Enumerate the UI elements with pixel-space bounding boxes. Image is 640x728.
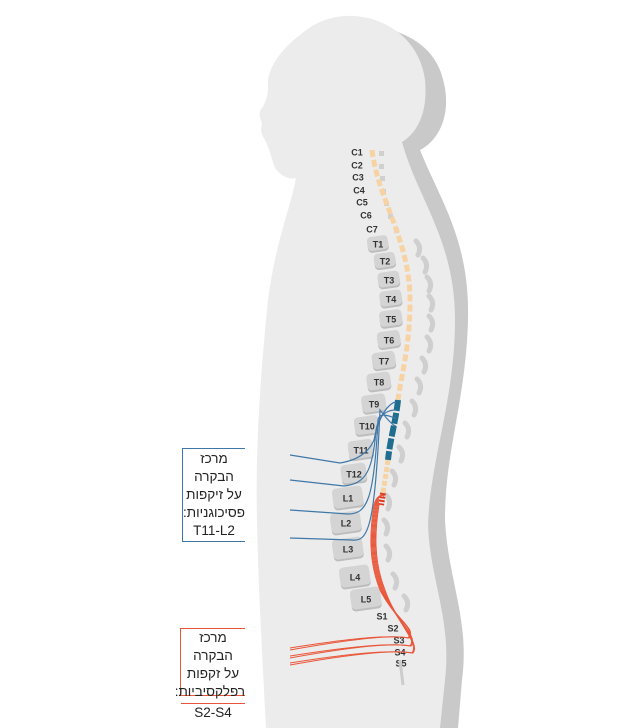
psychogenic-nerve xyxy=(289,414,397,515)
vertebra-label: T11 xyxy=(353,445,368,455)
vertebra-label: S2 xyxy=(387,623,398,633)
range-label: S2-S4 xyxy=(181,703,245,722)
vertebra-label: T6 xyxy=(384,335,395,345)
vertebra-label: T8 xyxy=(374,377,385,387)
vertebra-label: L2 xyxy=(341,518,352,528)
vertebra-label: C6 xyxy=(360,210,372,220)
vertebra-t6: T6 xyxy=(376,330,434,354)
vertebrae: C1C2C3C4C5C6C7T1T2T3T4T5T6T7T8T9T10T11T1… xyxy=(329,147,436,668)
vertebra-label: L4 xyxy=(350,572,361,582)
vertebra-label: C3 xyxy=(352,172,364,182)
vertebra-label: S3 xyxy=(393,635,404,645)
box-line: פסיכוגניות: xyxy=(183,505,245,520)
filum-terminale xyxy=(398,659,405,686)
vertebra-s3: S3 xyxy=(393,635,404,645)
vertebra-label: T12 xyxy=(346,469,362,479)
vertebra-t7: T7 xyxy=(371,350,429,375)
vertebra-label: S1 xyxy=(376,611,387,621)
reflexive-nerve xyxy=(289,494,414,659)
vertebra-c2: C2 xyxy=(351,160,384,170)
vertebra-t8: T8 xyxy=(366,371,424,396)
vertebra-label: T4 xyxy=(386,294,397,304)
vertebra-t4: T4 xyxy=(379,289,436,313)
vertebra-label: C5 xyxy=(356,197,368,207)
cord-psychogenic-segment xyxy=(385,399,401,461)
body-silhouette xyxy=(256,15,469,728)
vertebra-t3: T3 xyxy=(377,270,434,294)
vertebra-label: T1 xyxy=(373,239,384,249)
vertebra-label: T3 xyxy=(384,275,395,285)
box-line: על זקפות xyxy=(186,666,240,681)
cord-cervical-thoracic xyxy=(369,149,413,401)
vertebra-label: C4 xyxy=(353,185,365,195)
cord-lumbar xyxy=(380,459,391,494)
vertebra-s2: S2 xyxy=(387,623,398,633)
box-line: רפלקסיביות: xyxy=(174,684,245,699)
psychogenic-nerve xyxy=(289,401,397,464)
vertebra-label: T2 xyxy=(380,256,391,266)
vertebra-c6: C6 xyxy=(360,210,393,220)
vertebra-l5: L5 xyxy=(349,586,411,613)
vertebra-t2: T2 xyxy=(373,251,430,275)
vertebra-l1: L1 xyxy=(331,485,393,512)
psychogenic-center-box: מרכז הבקרה על זיקפות פסיכוגניות: T11-L2 xyxy=(182,448,245,542)
vertebra-t10: T10 xyxy=(353,415,412,440)
nerve-lines xyxy=(289,401,415,666)
vertebra-t1: T1 xyxy=(366,235,423,258)
vertebra-label: C1 xyxy=(351,147,363,157)
reflexive-center-box: מרכז הבקרה על זקפות רפלקסיביות: S2-S4 xyxy=(175,628,245,720)
psychogenic-nerve xyxy=(289,408,397,541)
vertebra-label: L5 xyxy=(361,594,372,604)
vertebra-label: T5 xyxy=(386,314,397,324)
vertebra-l2: L2 xyxy=(329,510,391,537)
vertebra-t5: T5 xyxy=(379,309,436,333)
vertebra-label: T7 xyxy=(379,356,390,366)
vertebra-t11: T11 xyxy=(347,438,406,464)
spinal-cord xyxy=(369,149,413,686)
box-line: מרכז הבקרה xyxy=(194,451,234,484)
vertebra-label: C2 xyxy=(351,160,363,170)
vertebra-label: L3 xyxy=(343,544,354,554)
box-line: מרכז הבקרה xyxy=(193,630,233,663)
psychogenic-nerve xyxy=(289,409,397,487)
range-label: T11-L2 xyxy=(193,523,235,538)
reflexive-nerve xyxy=(289,494,415,666)
vertebra-label: C7 xyxy=(366,224,378,234)
vertebra-label: T9 xyxy=(369,399,380,409)
vertebra-label: L1 xyxy=(343,493,354,503)
vertebra-l3: L3 xyxy=(331,536,393,563)
vertebra-c1: C1 xyxy=(351,147,384,157)
vertebra-c3: C3 xyxy=(352,172,385,182)
vertebra-l4: L4 xyxy=(338,564,400,591)
vertebra-s1: S1 xyxy=(376,611,387,621)
reflexive-nerve xyxy=(289,494,415,664)
body-shape xyxy=(256,15,455,728)
box-line: על זיקפות xyxy=(186,487,242,502)
vertebra-label: T10 xyxy=(359,421,375,431)
